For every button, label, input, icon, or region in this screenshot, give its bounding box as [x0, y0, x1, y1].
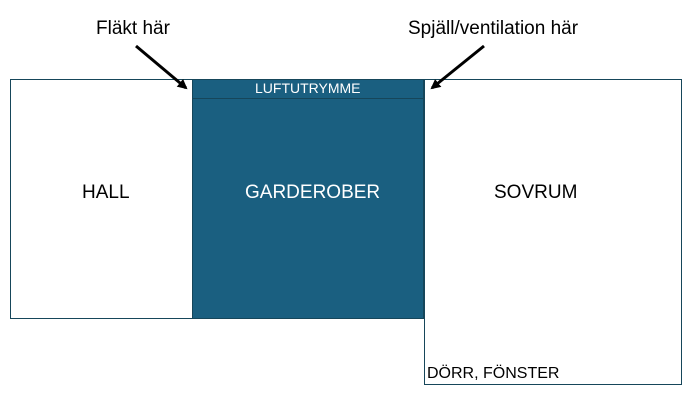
hall-label: HALL	[82, 182, 130, 203]
wardrobe-room	[192, 79, 424, 319]
hall-room	[10, 79, 193, 319]
wardrobe-label: GARDEROBER	[245, 182, 381, 203]
damper-arrow	[430, 44, 485, 90]
fan-annotation: Fläkt här	[96, 18, 170, 39]
air-space-strip	[192, 79, 424, 99]
door-window-label: DÖRR, FÖNSTER	[427, 365, 560, 382]
fan-arrow	[135, 44, 188, 90]
bedroom-label: SOVRUM	[494, 182, 578, 203]
damper-annotation: Spjäll/ventilation här	[408, 18, 579, 39]
bedroom-room	[424, 79, 682, 385]
air-space-label: LUFTUTRYMME	[255, 80, 361, 96]
